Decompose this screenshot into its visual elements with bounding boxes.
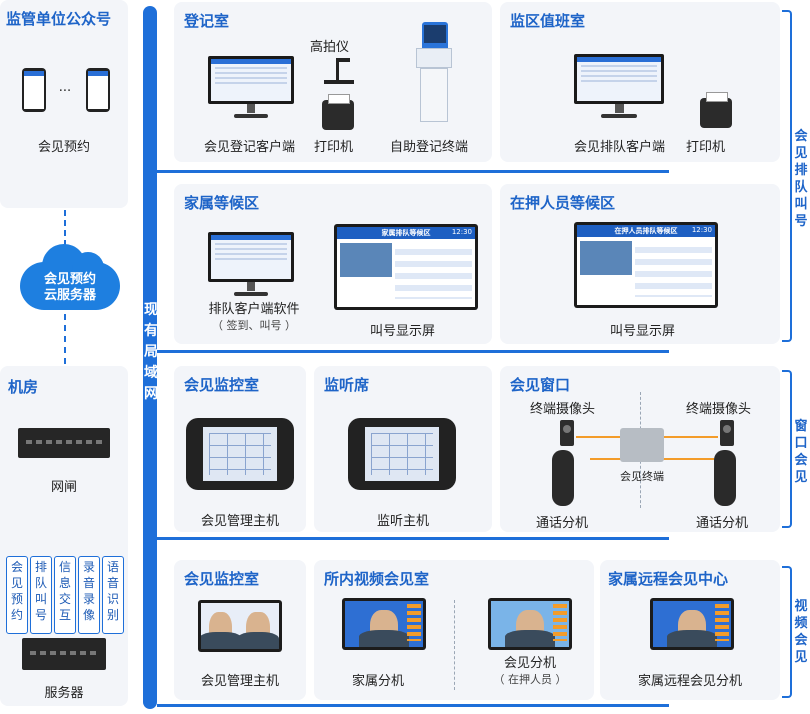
- printer-icon: [322, 94, 354, 130]
- family-wait-panel: 家属等候区 家属排队等候区 12:30 排队客户端软件 （ 签到、叫号 ） 叫号…: [174, 184, 492, 344]
- cloud-icon: [20, 244, 120, 310]
- registration-panel: 登记室 高拍仪 会见登记客户端 打印机 自助登记终端: [174, 2, 492, 162]
- registration-client-label: 会见登记客户端: [204, 140, 296, 155]
- phone-left-label: 通话分机: [536, 516, 589, 531]
- phone-icon: [86, 68, 110, 112]
- module-box: 语音识别: [102, 556, 124, 634]
- video-detainee-label: 会见分机 （ 在押人员 ）: [493, 656, 567, 686]
- detainee-wait-title: 在押人员等候区: [510, 194, 616, 212]
- server-label: 服务器: [44, 686, 84, 701]
- wechat-caption: 会见预约: [37, 140, 90, 155]
- divider: [454, 600, 455, 690]
- monitor-icon: [208, 56, 294, 118]
- monitor-icon: [574, 54, 664, 118]
- cam-left-label: 终端摄像头: [530, 402, 596, 417]
- video-terminal-icon: [488, 598, 572, 650]
- screen-title: 在押人员排队等候区: [614, 227, 678, 235]
- remote-device-label: 家属远程会见分机: [637, 674, 742, 689]
- module-box: 信息交互: [54, 556, 76, 634]
- handset-icon: [714, 450, 736, 506]
- kiosk-label: 自助登记终端: [390, 140, 469, 155]
- screen-time: 12:30: [691, 226, 712, 234]
- video-terminal-icon: [342, 598, 426, 650]
- listen-title: 监听席: [324, 376, 370, 394]
- gateway-device: [18, 428, 110, 458]
- kiosk-icon: [416, 22, 452, 122]
- terminal-label: 会见终端: [620, 470, 664, 483]
- bracket-queue: [782, 10, 792, 342]
- monitor-room2-title: 会见监控室: [184, 570, 260, 588]
- right-label-queue: 会见排队叫号: [794, 129, 808, 229]
- gateway-label: 网闸: [50, 480, 77, 495]
- screen-time: 12:30: [451, 228, 472, 236]
- duty-client-label: 会见排队客户端: [574, 140, 666, 155]
- queue-software-label: 排队客户端软件 （ 签到、叫号 ）: [208, 302, 300, 332]
- queue-display-screen: 在押人员排队等候区 12:30: [574, 222, 718, 308]
- monitor-room-panel: 会见监控室 会见管理主机: [174, 366, 306, 532]
- detainee-wait-panel: 在押人员等候区 在押人员排队等候区 12:30 叫号显示屏: [500, 184, 780, 344]
- video-room-panel: 所内视频会见室 家属分机 会见分机 （ 在押人员 ）: [314, 560, 594, 700]
- bracket-window: [782, 370, 792, 528]
- bus-connector: [157, 170, 669, 173]
- module-box: 排队叫号: [30, 556, 52, 634]
- handset-icon: [552, 450, 574, 506]
- right-label-window: 窗口会见: [794, 419, 808, 485]
- video-room-title: 所内视频会见室: [324, 570, 430, 588]
- remote-title: 家属远程会见中心: [608, 570, 729, 588]
- cam-right-label: 终端摄像头: [686, 402, 752, 417]
- listening-console-icon: [348, 418, 456, 490]
- phone-icon: [22, 68, 46, 112]
- module-box: 会见预约: [6, 556, 28, 634]
- management-console-icon: [186, 418, 294, 490]
- video-terminal-icon: [198, 600, 282, 652]
- machine-room-title: 机房: [8, 378, 39, 396]
- video-terminal-icon: [650, 598, 734, 650]
- bus-connector: [157, 350, 669, 353]
- wechat-panel: 监管单位公众号 ··· 会见预约: [0, 0, 128, 208]
- screen-title: 家属排队等候区: [381, 229, 431, 237]
- registration-printer-label: 打印机: [314, 140, 354, 155]
- remote-panel: 家属远程会见中心 家属远程会见分机: [600, 560, 780, 700]
- right-label-video: 视频会见: [794, 599, 808, 665]
- dashed-link: [64, 210, 66, 256]
- printer-icon: [700, 92, 732, 128]
- duty-title: 监区值班室: [510, 12, 586, 30]
- document-camera-icon: [320, 58, 356, 84]
- server-device: [22, 638, 106, 670]
- monitor-room2-panel: 会见监控室 会见管理主机: [174, 560, 306, 700]
- registration-title: 登记室: [184, 12, 230, 30]
- window-panel: 会见窗口 终端摄像头 终端摄像头 会见终端 通话分机 通话分机: [500, 366, 780, 532]
- lan-bus-label: 现有局域网: [144, 302, 158, 402]
- bus-connector: [157, 704, 669, 707]
- module-box: 录音录像: [78, 556, 100, 634]
- camera-icon: [720, 420, 734, 446]
- video-family-label: 家属分机: [352, 674, 405, 689]
- lan-bus: [143, 6, 157, 709]
- duty-printer-label: 打印机: [686, 140, 726, 155]
- detainee-display-label: 叫号显示屏: [610, 324, 676, 339]
- camera-label: 高拍仪: [310, 40, 350, 55]
- monitor-room-device-label: 会见管理主机: [200, 514, 279, 529]
- ellipsis-text: ···: [58, 84, 72, 99]
- cloud-label: 会见预约 云服务器: [43, 272, 96, 303]
- wechat-title: 监管单位公众号: [6, 10, 112, 28]
- listen-device-label: 监听主机: [376, 514, 429, 529]
- bus-connector: [157, 537, 669, 540]
- machine-room-panel: 机房 网闸 会见预约 排队叫号 信息交互 录音录像 语音识别 服务器: [0, 366, 128, 706]
- queue-display-screen: 家属排队等候区 12:30: [334, 224, 478, 310]
- dashed-link: [64, 314, 66, 364]
- duty-panel: 监区值班室 会见排队客户端 打印机: [500, 2, 780, 162]
- listen-panel: 监听席 监听主机: [314, 366, 492, 532]
- family-display-label: 叫号显示屏: [370, 324, 436, 339]
- phone-right-label: 通话分机: [696, 516, 749, 531]
- monitor-icon: [208, 232, 294, 296]
- monitor-room-title: 会见监控室: [184, 376, 260, 394]
- camera-icon: [560, 420, 574, 446]
- bracket-video: [782, 566, 792, 698]
- meeting-terminal-icon: [620, 428, 664, 462]
- monitor-room2-device-label: 会见管理主机: [200, 674, 279, 689]
- window-title: 会见窗口: [510, 376, 571, 394]
- family-wait-title: 家属等候区: [184, 194, 260, 212]
